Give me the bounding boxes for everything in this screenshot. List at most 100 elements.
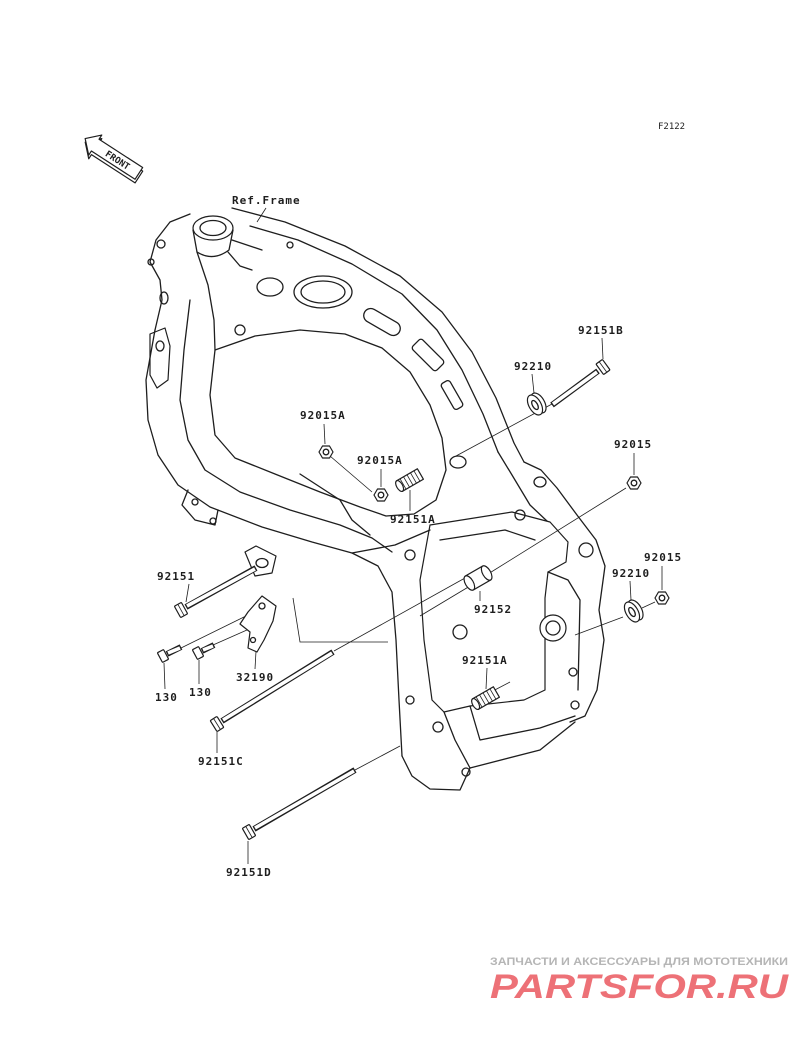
frame-top-edge [231,207,525,463]
nut-hex [654,591,670,605]
part-label-92151d: 92151D [226,866,272,879]
part-label-92151a-lower: 92151A [462,654,508,667]
bracket-plate [239,595,277,653]
adjuster-92151a-upper [395,468,424,493]
nut-hex [318,445,334,459]
bolt-head-edge [213,718,221,730]
frame-hole [234,324,246,336]
assembly-line [180,615,247,649]
part-label-92210-upper: 92210 [514,360,552,373]
frame-right-spar-inner [497,451,549,523]
leader-line [531,373,535,394]
watermark-tagline: ЗАПЧАСТИ И АКСЕССУАРЫ ДЛЯ МОТОТЕХНИКИ [490,956,788,968]
frame-cavity [209,329,447,517]
part-label-92152: 92152 [474,603,512,616]
part-label-92015a-middle: 92015A [357,454,403,467]
assembly-line [333,577,466,652]
part-label-92015a-inner: 92015A [300,409,346,422]
frame-hole [286,241,294,249]
collar-bore [628,606,636,618]
frame-bolt-hole [159,291,169,305]
frame-left-edge-upper [149,213,191,331]
frame-left-spar-inner [179,299,393,553]
bolt-head-edge [598,361,608,373]
bracket-hole [249,636,257,644]
frame-rear-crossmember [351,529,431,554]
front-arrow-body [84,134,144,180]
frame-hole [191,498,199,506]
bolt-head-edge [245,826,253,838]
leader-line [485,667,488,690]
frame-hole [449,455,467,469]
frame-hole [209,517,217,525]
frame-hole [578,542,594,558]
diagram-code: F2122 [658,122,685,132]
frame-pivot-plate [419,511,569,713]
frame-hole [432,721,444,733]
spacer-92152 [463,565,493,591]
frame-bottom [401,755,471,791]
frame-top-plate [411,338,445,372]
spacer-back [480,565,493,581]
frame [145,207,606,791]
part-label-92015-upper: 92015 [614,438,652,451]
bolt-130-a [157,644,183,663]
leader-line [254,650,257,670]
bolt-92151d [242,767,357,840]
nut-92015a-middle [373,488,389,502]
collar-bore [531,399,539,411]
collar-92210-upper [526,392,547,416]
part-label-130-a: 130 [155,691,178,704]
bolt-shaft-fill [167,646,181,655]
assembly-line [329,455,373,493]
frame-left-spar-outer [145,329,403,757]
assembly-line [641,601,656,609]
collar-face [526,394,544,416]
adjuster-threads [399,470,421,490]
bolt-head [157,649,169,663]
bolt-shaft-fill [202,644,214,652]
frame-left-tab [149,327,171,389]
nut-92015-lower-right [654,591,670,605]
frame-lower-cross [443,711,576,769]
part-label-130-b: 130 [189,686,212,699]
frame-engine-mount-hole [255,557,269,569]
leader-line [163,662,166,690]
adjuster-92151a-lower [471,686,500,711]
part-label-92151c: 92151C [198,755,244,768]
nut-92015-upper-right [626,476,642,490]
frame-tab-hole [155,340,165,352]
nut-bore [322,448,330,456]
leader-line [601,337,604,360]
part-label-92151b: 92151B [578,324,624,337]
frame-hole [514,509,526,521]
frame-spar-kink [299,473,371,536]
frame-bolt-hole [147,258,155,266]
frame-hole [568,667,578,677]
swingarm-pivot-bore [545,620,561,636]
adjuster-end [395,479,405,493]
frame-bolt-hole [156,239,166,249]
assembly-lines [180,403,656,771]
frame-top-plate [440,379,464,411]
leader-line [323,423,326,445]
bolt-shaft-fill [186,567,256,608]
collar-face [623,601,641,623]
bolt-130-b [192,642,216,660]
frame-top-hole-large-inner [300,280,346,304]
nut-bore [377,491,385,499]
leader-line [256,207,267,223]
part-labels: Ref.Frame 92151B 92210 92015A 92015 9201… [155,194,681,879]
frame-right-spar-outer [523,461,606,723]
assembly-line [574,616,624,636]
assembly-line [487,487,627,575]
watermark: ЗАПЧАСТИ И АКСЕССУАРЫ ДЛЯ МОТОТЕХНИКИ PA… [490,956,790,1006]
frame-top-hole-large [293,275,353,309]
bracket-32190 [239,595,277,653]
nut-hex [373,488,389,502]
leader-lines [163,207,663,864]
frame-top-left-edge [196,251,216,351]
leader-line [629,580,632,601]
part-label-32190: 32190 [236,671,274,684]
